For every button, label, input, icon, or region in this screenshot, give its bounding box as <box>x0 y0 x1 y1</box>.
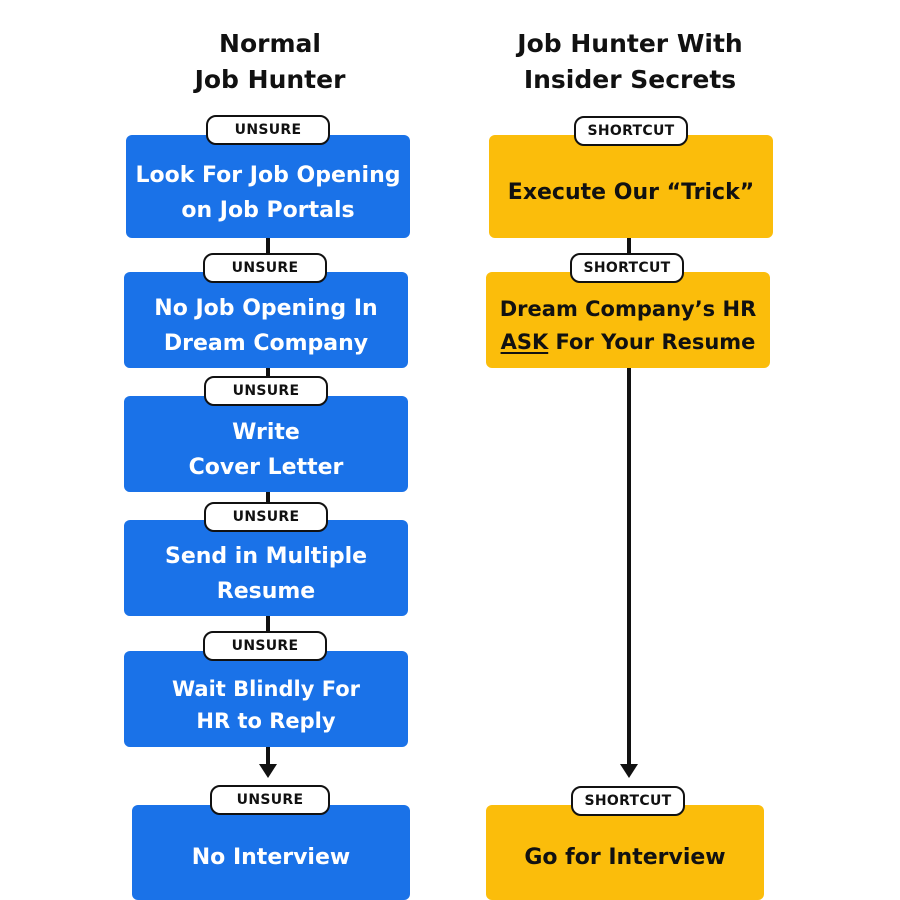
right-connector-2 <box>627 368 631 766</box>
right-step-2-line2-rest: For Your Resume <box>548 330 756 354</box>
left-step-3-line2: Cover Letter <box>188 455 344 480</box>
left-step-2-line2: Dream Company <box>163 331 369 356</box>
left-step-3-line1: Write <box>232 420 300 445</box>
right-step-hr-asks-resume: Dream Company’s HR ASK For Your Resume <box>486 272 770 368</box>
left-step-look-for-job-opening: Look For Job Opening on Job Portals <box>126 135 410 238</box>
left-arrowhead <box>259 764 277 778</box>
left-step-no-interview: No Interview <box>132 805 410 900</box>
left-step-write-cover-letter: Write Cover Letter <box>124 396 408 492</box>
unsure-badge-4: UNSURE <box>204 502 328 532</box>
left-step-wait-blindly: Wait Blindly For HR to Reply <box>124 651 408 747</box>
right-step-2-line2: ASK For Your Resume <box>501 326 756 359</box>
shortcut-badge-3: SHORTCUT <box>571 786 685 816</box>
right-column-title: Job Hunter With Insider Secrets <box>490 26 770 98</box>
left-connector-4 <box>266 615 270 632</box>
left-step-6-line1: No Interview <box>191 845 351 870</box>
right-step-execute-trick: Execute Our “Trick” <box>489 135 773 238</box>
unsure-badge-3: UNSURE <box>204 376 328 406</box>
left-title-line1: Normal <box>219 29 321 58</box>
unsure-badge-1: UNSURE <box>206 115 330 145</box>
unsure-badge-2: UNSURE <box>203 253 327 283</box>
left-connector-5 <box>266 746 270 766</box>
left-step-1-line1: Look For Job Opening <box>135 162 401 188</box>
left-title-line2: Job Hunter <box>194 65 346 94</box>
right-connector-1 <box>627 237 631 255</box>
left-step-no-job-opening: No Job Opening In Dream Company <box>124 272 408 368</box>
left-column-title: Normal Job Hunter <box>140 26 400 98</box>
left-connector-2 <box>266 368 270 378</box>
left-step-send-multiple-resume: Send in Multiple Resume <box>124 520 408 616</box>
left-step-4-line2: Resume <box>216 579 316 604</box>
left-connector-1 <box>266 237 270 255</box>
right-step-2-line1: Dream Company’s HR <box>499 297 757 321</box>
right-title-line2: Insider Secrets <box>523 65 737 94</box>
right-step-go-for-interview: Go for Interview <box>486 805 764 900</box>
unsure-badge-6: UNSURE <box>210 785 330 815</box>
left-step-5-line2: HR to Reply <box>196 709 336 733</box>
right-arrowhead <box>620 764 638 778</box>
left-step-1-line2: on Job Portals <box>181 197 355 223</box>
left-step-2-line1: No Job Opening In <box>154 296 378 321</box>
right-step-1-line1: Execute Our “Trick” <box>507 180 755 205</box>
shortcut-badge-2: SHORTCUT <box>570 253 684 283</box>
left-step-4-line1: Send in Multiple <box>164 544 368 569</box>
left-step-5-line1: Wait Blindly For <box>172 677 360 701</box>
right-title-line1: Job Hunter With <box>517 29 743 58</box>
right-step-3-line1: Go for Interview <box>524 845 726 870</box>
shortcut-badge-1: SHORTCUT <box>574 116 688 146</box>
right-step-2-emphasis: ASK <box>500 330 549 354</box>
unsure-badge-5: UNSURE <box>203 631 327 661</box>
left-connector-3 <box>266 491 270 503</box>
